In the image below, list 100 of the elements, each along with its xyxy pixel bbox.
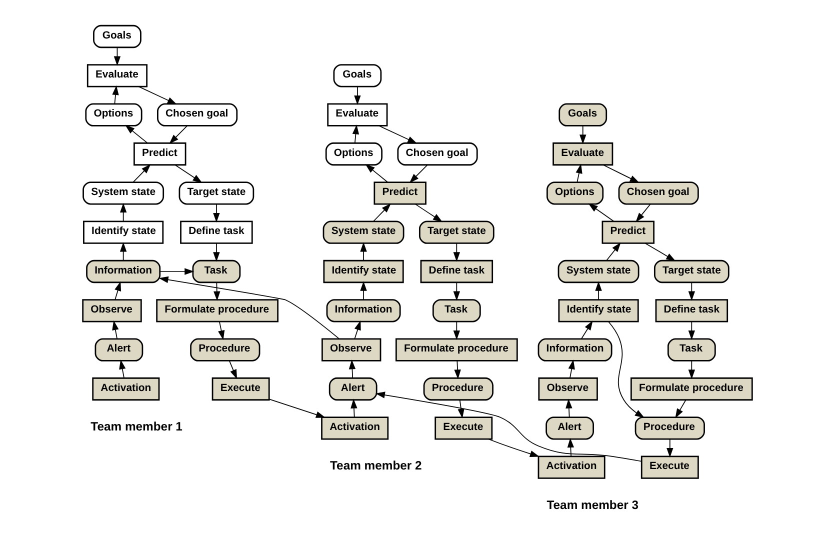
node-box: Observe <box>322 338 382 362</box>
arrow <box>119 360 126 378</box>
node-box: Options <box>546 182 604 205</box>
arrow <box>229 360 238 380</box>
arrow <box>213 243 220 262</box>
node-box: Task <box>667 338 716 362</box>
arrow <box>409 164 428 183</box>
node-box: Target state <box>178 182 254 205</box>
node-box: Procedure <box>190 338 260 362</box>
node-box: Information <box>86 260 161 284</box>
arrow <box>158 276 340 340</box>
node-box: Information <box>538 338 612 362</box>
node-box: Task <box>192 260 241 284</box>
node-box: Formulate procedure <box>395 338 518 362</box>
arrow <box>120 242 127 261</box>
node-box: Predict <box>134 142 186 166</box>
arrow <box>566 398 572 418</box>
label: Team member 1 <box>90 420 182 434</box>
node-box: Define task <box>420 260 494 284</box>
node-box: Chosen goal <box>397 142 478 166</box>
arrow <box>352 124 360 144</box>
arrow <box>160 268 194 275</box>
node-box: Activation <box>321 416 389 440</box>
node-box: Define task <box>180 220 253 244</box>
arrow <box>581 320 593 340</box>
node-box: Chosen goal <box>618 182 699 205</box>
node-box: System state <box>558 260 640 284</box>
arrow <box>644 242 676 262</box>
arrow <box>602 164 640 183</box>
node-box: Identify state <box>558 299 639 322</box>
arrow <box>138 86 177 104</box>
node-box: Goals <box>558 103 608 126</box>
arrow <box>114 47 121 66</box>
arrow <box>454 360 461 380</box>
arrow <box>378 125 418 144</box>
arrow <box>453 282 460 301</box>
arrow <box>580 126 586 144</box>
node-box: Chosen goal <box>157 103 238 126</box>
arrow <box>125 124 148 144</box>
node-box: Define task <box>655 299 728 322</box>
arrow <box>360 281 367 300</box>
arrow <box>114 281 122 300</box>
arrow <box>214 282 220 301</box>
arrow <box>268 398 326 418</box>
arrow <box>132 164 151 183</box>
node-box: Observe <box>82 299 142 322</box>
node-box: Identify state <box>83 220 164 244</box>
arrow <box>453 243 460 262</box>
arrow <box>354 320 361 340</box>
arrow <box>488 438 540 458</box>
arrow <box>567 438 574 457</box>
node-box: Evaluate <box>327 103 388 126</box>
arrow <box>350 398 358 418</box>
arrow <box>112 85 119 104</box>
node-box: System state <box>322 220 404 244</box>
arrow <box>453 321 460 340</box>
arrow <box>354 86 361 106</box>
node-box: Goals <box>93 24 142 48</box>
node-box: Target state <box>418 220 494 244</box>
node-box: Evaluate <box>552 142 614 166</box>
arrow <box>213 204 220 223</box>
arrow <box>373 203 392 222</box>
node-box: Options <box>325 142 383 166</box>
arrow <box>360 242 367 261</box>
node-box: Observe <box>538 377 598 401</box>
arrow <box>595 281 602 300</box>
node-box: Predict <box>602 220 654 244</box>
arrow <box>174 164 202 183</box>
node-box: Activation <box>538 456 606 479</box>
node-box: Options <box>85 103 142 126</box>
arrow <box>365 164 388 183</box>
arrow <box>588 203 614 222</box>
node-box: Alert <box>94 338 144 362</box>
node-box: Identify state <box>323 260 404 284</box>
node-box: Task <box>432 299 481 322</box>
node-box: Target state <box>654 260 730 284</box>
arrow <box>112 320 119 340</box>
node-box: Procedure <box>634 416 705 440</box>
arrow <box>606 242 621 261</box>
arrow <box>675 400 686 418</box>
arrow <box>688 282 696 301</box>
arrow <box>169 126 188 144</box>
arrow <box>688 321 696 340</box>
arrow <box>608 321 645 418</box>
arrow <box>636 204 651 222</box>
node-box: Execute <box>212 377 270 401</box>
arrow <box>414 204 443 222</box>
node-box: Alert <box>546 416 594 440</box>
node-box: Execute <box>640 456 699 479</box>
arrow <box>666 438 674 458</box>
node-box: Formulate procedure <box>630 377 753 401</box>
label: Team member 3 <box>546 498 639 512</box>
node-box: Goals <box>333 64 382 88</box>
arrow <box>375 392 642 462</box>
arrow <box>576 164 582 183</box>
arrow <box>348 360 356 378</box>
label: Team member 2 <box>330 458 422 473</box>
arrow <box>458 400 464 418</box>
arrow <box>120 202 127 222</box>
arrow <box>218 321 225 340</box>
